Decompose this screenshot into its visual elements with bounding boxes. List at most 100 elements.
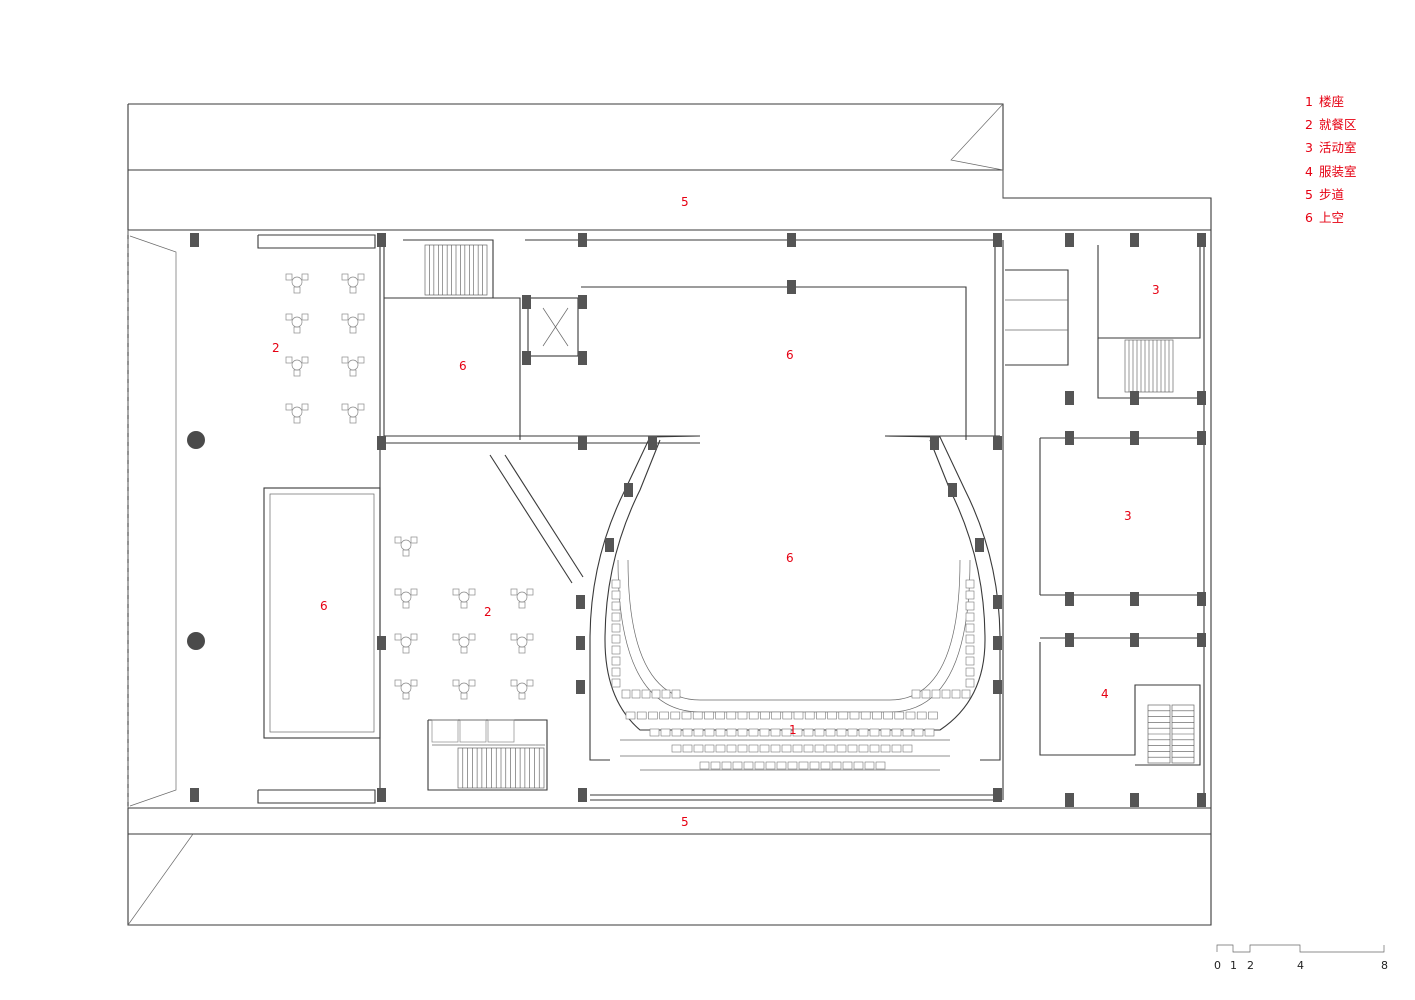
dining-table (510, 679, 534, 700)
column (787, 233, 796, 247)
seat (611, 634, 621, 644)
seat (803, 744, 814, 753)
dining-table (510, 633, 534, 654)
dining-table (394, 633, 418, 654)
chair (468, 633, 476, 641)
label-void-west: 6 (320, 599, 328, 613)
chair (518, 646, 526, 654)
chair (341, 403, 349, 411)
seat (913, 728, 924, 737)
seat (853, 761, 864, 770)
seat (754, 761, 765, 770)
column (1197, 431, 1206, 445)
table-top (400, 636, 412, 648)
chair (518, 692, 526, 700)
seat (792, 728, 803, 737)
chair (301, 403, 309, 411)
seat (941, 689, 951, 699)
seat (825, 728, 836, 737)
chair (285, 313, 293, 321)
chair (460, 646, 468, 654)
dining-table (452, 588, 476, 609)
table-top (291, 316, 303, 328)
dining-table (394, 536, 418, 557)
table-top (400, 539, 412, 551)
seat (921, 689, 931, 699)
chair (526, 588, 534, 596)
column (948, 483, 957, 497)
dining-table (285, 273, 309, 294)
column (1130, 793, 1139, 807)
chair (341, 356, 349, 364)
seat (737, 728, 748, 737)
chair (293, 369, 301, 377)
column (1065, 592, 1074, 606)
legend-num: 1 (1305, 94, 1313, 109)
seat (965, 678, 975, 688)
column (993, 680, 1002, 694)
seat (965, 656, 975, 666)
dining-table (341, 273, 365, 294)
chair (510, 588, 518, 596)
seat (798, 761, 809, 770)
dining-table (341, 313, 365, 334)
seat (710, 761, 721, 770)
column (993, 436, 1002, 450)
column (1130, 633, 1139, 647)
seat (661, 689, 671, 699)
seat (611, 612, 621, 622)
column (1065, 233, 1074, 247)
stairs (424, 244, 1195, 789)
chair (349, 369, 357, 377)
seat (726, 711, 737, 720)
dining-table (394, 588, 418, 609)
legend-num: 4 (1305, 163, 1313, 179)
chair (349, 286, 357, 294)
seat (611, 645, 621, 655)
seat (748, 728, 759, 737)
legend-num: 3 (1305, 140, 1313, 156)
legend-text: 活动室 (1319, 140, 1357, 156)
seat (693, 728, 704, 737)
label-activity-room-a: 3 (1152, 283, 1160, 297)
seat (787, 761, 798, 770)
chair (394, 679, 402, 687)
seat (951, 689, 961, 699)
table-top (347, 359, 359, 371)
seat (838, 711, 849, 720)
seat (631, 689, 641, 699)
legend-text: 步道 (1319, 186, 1345, 202)
seat (770, 744, 781, 753)
seat (804, 711, 815, 720)
column (377, 788, 386, 802)
dining-table (452, 679, 476, 700)
seat (721, 761, 732, 770)
table-top (291, 406, 303, 418)
column (1065, 391, 1074, 405)
column (578, 351, 587, 365)
seat (611, 579, 621, 589)
seat (715, 711, 725, 720)
seat (699, 761, 710, 770)
chair (285, 356, 293, 364)
seat (726, 728, 737, 737)
chair (285, 403, 293, 411)
seat (670, 711, 681, 720)
legend-num: 6 (1305, 209, 1313, 225)
seat (671, 744, 682, 753)
seat (814, 728, 825, 737)
column (648, 436, 657, 450)
seat (836, 728, 847, 737)
balcony-seats (611, 579, 975, 770)
column (190, 788, 199, 802)
legend-text: 就餐区 (1319, 117, 1357, 133)
seat (625, 711, 636, 720)
seat (770, 728, 781, 737)
table-top (458, 591, 470, 603)
column (1197, 793, 1206, 807)
chair (402, 601, 410, 609)
chair (402, 549, 410, 557)
seat (931, 689, 941, 699)
chair (452, 588, 460, 596)
dining-table (285, 356, 309, 377)
